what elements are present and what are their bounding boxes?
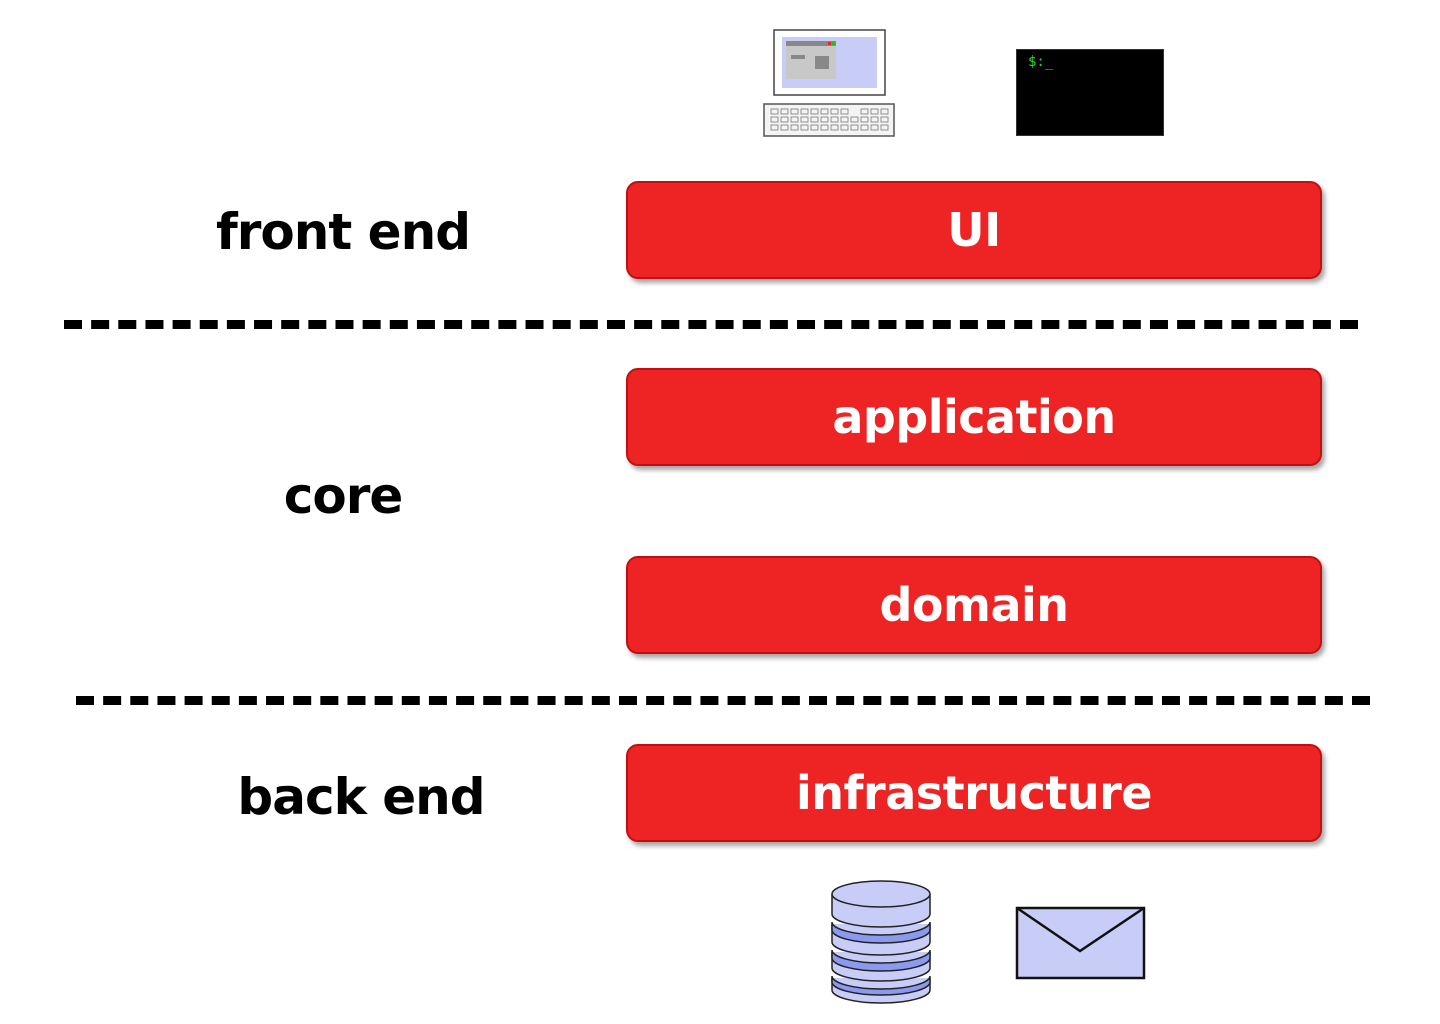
database-icon — [831, 880, 931, 1004]
application-layer-label: application — [832, 390, 1116, 444]
infrastructure-layer-label: infrastructure — [796, 766, 1152, 820]
ui-layer: UI — [626, 181, 1322, 279]
terminal-icon: $:_ — [1016, 49, 1164, 136]
front-end-core-divider — [64, 320, 1358, 329]
back-end-label: back end — [237, 768, 485, 826]
domain-layer: domain — [626, 556, 1322, 654]
front-end-label: front end — [216, 203, 471, 261]
core-back-end-divider — [76, 696, 1370, 705]
terminal-prompt: $:_ — [1028, 54, 1054, 70]
desktop-computer-icon — [763, 29, 895, 137]
core-label: core — [283, 467, 404, 525]
application-layer: application — [626, 368, 1322, 466]
domain-layer-label: domain — [879, 578, 1069, 632]
ui-layer-label: UI — [947, 203, 1001, 257]
infrastructure-layer: infrastructure — [626, 744, 1322, 842]
envelope-icon — [1015, 906, 1146, 980]
